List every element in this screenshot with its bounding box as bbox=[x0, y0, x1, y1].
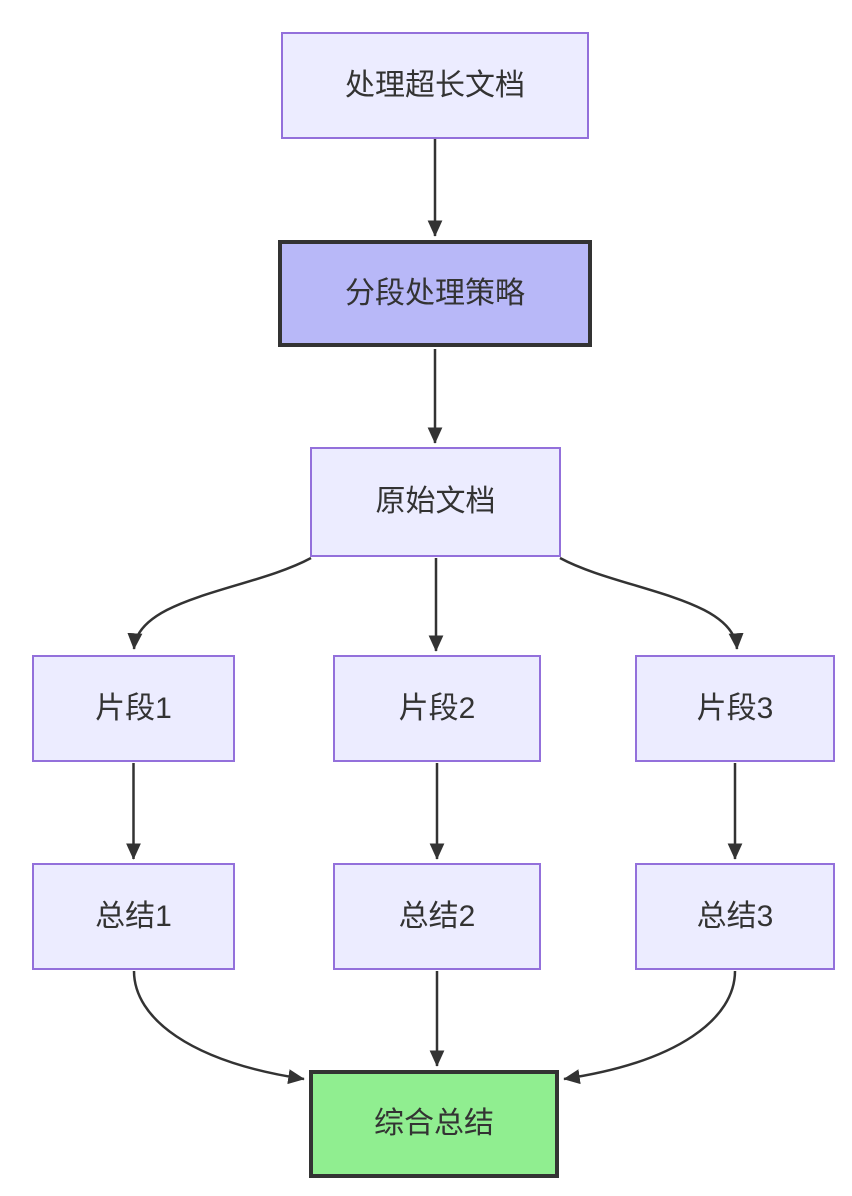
node-label: 处理超长文档 bbox=[345, 68, 525, 102]
node-original-document: 原始文档 bbox=[310, 447, 561, 557]
node-summary-1: 总结1 bbox=[32, 863, 235, 970]
node-fragment-2: 片段2 bbox=[333, 655, 541, 762]
node-fragment-1: 片段1 bbox=[32, 655, 235, 762]
node-label: 总结3 bbox=[696, 899, 774, 933]
node-combined-summary: 综合总结 bbox=[309, 1070, 559, 1178]
node-label: 片段3 bbox=[696, 691, 774, 725]
node-segmentation-strategy: 分段处理策略 bbox=[278, 240, 592, 347]
node-label: 总结2 bbox=[398, 899, 476, 933]
node-process-long-document: 处理超长文档 bbox=[281, 32, 589, 139]
node-fragment-3: 片段3 bbox=[635, 655, 835, 762]
node-label: 片段2 bbox=[398, 691, 476, 725]
node-label: 分段处理策略 bbox=[345, 276, 525, 310]
node-label: 片段1 bbox=[95, 691, 172, 725]
node-label: 综合总结 bbox=[374, 1107, 494, 1140]
edge-C-C1 bbox=[127, 556, 312, 650]
node-summary-3: 总结3 bbox=[635, 863, 835, 970]
edge-S1-F bbox=[132, 970, 305, 1085]
edge-S3-F bbox=[563, 970, 737, 1085]
node-label: 总结1 bbox=[95, 899, 172, 933]
node-summary-2: 总结2 bbox=[333, 863, 541, 970]
node-label: 原始文档 bbox=[375, 485, 496, 518]
edge-C-C3 bbox=[559, 556, 744, 650]
